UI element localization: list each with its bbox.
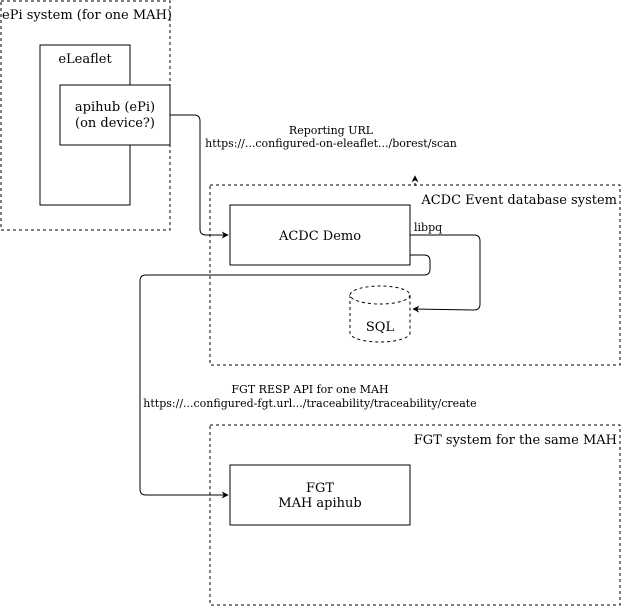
libpq-edge: libpq bbox=[410, 221, 481, 313]
apihub-epi-box bbox=[59, 84, 171, 146]
acdc-system-label: ACDC Event database system bbox=[420, 193, 617, 208]
acdc-demo-node: ACDC Demo bbox=[229, 204, 411, 266]
apihub-epi-label-line1: apihub (ePi) bbox=[75, 100, 155, 115]
reporting-edge-title: Reporting URL bbox=[289, 124, 374, 137]
fgt-label-line2: MAH apihub bbox=[278, 496, 361, 511]
apihub-epi-label-line2: (on device?) bbox=[75, 116, 155, 131]
reporting-edge: Reporting URL https://...configured-on-e… bbox=[170, 114, 457, 239]
acdc-demo-label: ACDC Demo bbox=[278, 229, 361, 244]
reporting-edge-url: https://...configured-on-eleaflet.../bor… bbox=[205, 137, 457, 150]
fgt-api-edge: FGT RESP API for one MAH https://...conf… bbox=[139, 254, 477, 499]
fgt-api-edge-title: FGT RESP API for one MAH bbox=[231, 383, 388, 396]
fgt-box bbox=[229, 464, 411, 526]
sql-cylinder-body bbox=[349, 295, 411, 343]
libpq-label: libpq bbox=[414, 221, 442, 234]
fgt-label-line1: FGT bbox=[306, 481, 334, 496]
acdc-demo-box bbox=[229, 204, 411, 266]
libpq-edge-line bbox=[410, 234, 481, 313]
epi-system-label: ePi system (for one MAH) bbox=[2, 8, 172, 23]
apihub-epi-node: apihub (ePi) (on device?) bbox=[59, 84, 171, 146]
sql-database-node: SQL bbox=[349, 285, 411, 343]
reporting-edge-line bbox=[170, 114, 229, 239]
sql-label: SQL bbox=[366, 320, 395, 335]
fgt-system-label: FGT system for the same MAH bbox=[414, 433, 617, 448]
fgt-api-edge-url: https://...configured-fgt.url.../traceab… bbox=[143, 397, 476, 410]
eleaflet-label: eLeaflet bbox=[58, 52, 112, 67]
fgt-system-boundary bbox=[209, 424, 621, 606]
fgt-system-group: FGT system for the same MAH bbox=[209, 424, 621, 606]
fgt-node: FGT MAH apihub bbox=[229, 464, 411, 526]
sql-cylinder-top bbox=[349, 285, 411, 305]
fgt-api-edge-line bbox=[139, 254, 431, 499]
